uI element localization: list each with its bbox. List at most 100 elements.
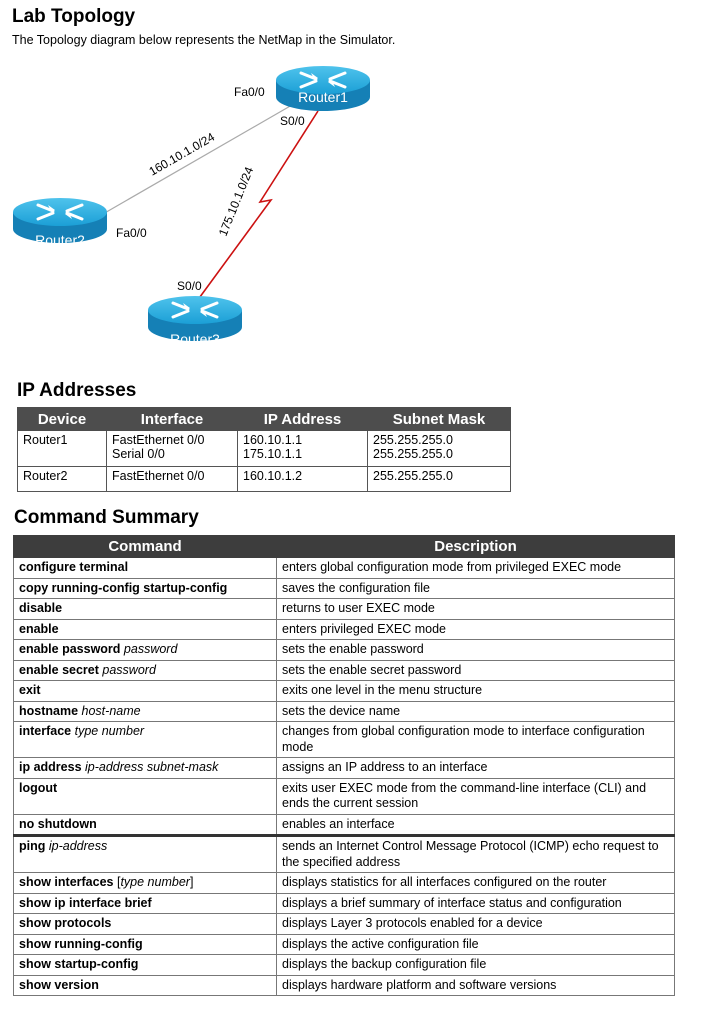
command-keyword: enable password: [19, 642, 121, 656]
command-keyword: ip address: [19, 760, 82, 774]
command-keyword: disable: [19, 601, 63, 615]
description-cell: sets the enable password: [276, 639, 675, 661]
column-header: Interface: [106, 407, 238, 431]
router1-icon[interactable]: Router1: [276, 66, 370, 111]
command-keyword: show running-config: [19, 936, 143, 951]
column-header: Subnet Mask: [367, 407, 511, 431]
command-keyword: configure terminal: [19, 560, 129, 574]
description-cell: changes from global configuration mode t…: [276, 721, 675, 758]
topology-diagram: Router1 Router2 Router3 Fa0/0 S0/0 Fa0/0…: [13, 66, 370, 347]
description-cell: enters global configuration mode from pr…: [276, 557, 675, 579]
table-row: copy running-config startup-config saves …: [13, 577, 675, 599]
command-cell: disable: [13, 598, 277, 620]
description-cell: exits user EXEC mode from the command-li…: [276, 777, 675, 815]
description-cell: displays Layer 3 protocols enabled for a…: [276, 913, 675, 935]
table-row: Router2 FastEthernet 0/0 160.10.1.2 255.…: [17, 466, 511, 492]
command-argument: host-name: [81, 703, 141, 718]
command-keyword: ping: [19, 839, 46, 853]
command-cell: hostname host-name: [13, 700, 277, 722]
description-cell: saves the configuration file: [276, 577, 675, 599]
description-cell: sets the enable secret password: [276, 659, 675, 681]
column-header: Device: [17, 407, 107, 431]
column-header: Description: [276, 535, 675, 558]
ip-address-table: Device Interface IP Address Subnet Mask …: [17, 407, 511, 492]
command-keyword: enable: [19, 621, 59, 636]
command-summary-title: Command Summary: [14, 507, 199, 528]
table-row: show startup-config displays the backup c…: [13, 954, 675, 976]
command-argument: type number: [74, 724, 145, 738]
router2-icon[interactable]: Router2: [13, 198, 107, 248]
router2-fa-label: Fa0/0: [116, 226, 147, 240]
description-cell: assigns an IP address to an interface: [276, 757, 675, 779]
command-keyword: show version: [19, 977, 99, 992]
mask-cell: 255.255.255.0: [367, 466, 511, 492]
command-cell: configure terminal: [13, 557, 277, 579]
command-keyword: enable secret: [19, 662, 99, 677]
command-argument: [type number]: [116, 875, 194, 889]
command-cell: show startup-config: [13, 954, 277, 976]
command-keyword: logout: [19, 780, 58, 795]
command-cell: show interfaces [type number]: [13, 872, 277, 894]
table-row: show running-config displays the active c…: [13, 933, 675, 955]
command-cell: show ip interface brief: [13, 892, 277, 914]
description-cell: displays a brief summary of interface st…: [276, 892, 675, 914]
command-keyword: no shutdown: [19, 816, 97, 831]
device-cell: Router2: [17, 466, 107, 492]
description-cell: displays the active configuration file: [276, 933, 675, 955]
router3-serial-label: S0/0: [177, 279, 202, 293]
column-header: IP Address: [237, 407, 368, 431]
command-argument: ip-address: [48, 839, 108, 853]
command-keyword: copy running-config startup-config: [19, 580, 228, 595]
command-summary-table: Command Description configure terminal en…: [13, 535, 675, 996]
command-keyword: hostname: [19, 703, 79, 718]
command-cell: enable password password: [13, 639, 277, 661]
command-cell: exit: [13, 680, 277, 702]
command-cell: interface type number: [13, 721, 277, 758]
command-cell: show running-config: [13, 933, 277, 955]
interface-cell: FastEthernet 0/0: [106, 466, 238, 492]
topology-intro: The Topology diagram below represents th…: [12, 33, 396, 47]
command-cell: enable secret password: [13, 659, 277, 681]
router1-fa-label: Fa0/0: [234, 85, 265, 99]
command-keyword: exit: [19, 683, 41, 697]
command-argument: password: [123, 642, 178, 656]
table-row: show interfaces [type number]displays st…: [13, 872, 675, 894]
router2-label: Router2: [35, 232, 85, 248]
table-row: logout exits user EXEC mode from the comm…: [13, 777, 675, 815]
column-header: Command: [13, 535, 277, 558]
description-cell: displays the backup configuration file: [276, 954, 675, 976]
description-cell: displays statistics for all interfaces c…: [276, 872, 675, 894]
command-argument: ip-address subnet-mask: [85, 760, 219, 774]
description-cell: sets the device name: [276, 700, 675, 722]
table-row: disable returns to user EXEC mode: [13, 598, 675, 620]
command-cell: logout: [13, 777, 277, 815]
command-keyword: show startup-config: [19, 957, 139, 971]
router3-icon[interactable]: Router3: [148, 296, 242, 347]
router1-label: Router1: [298, 89, 348, 105]
command-cell: show version: [13, 974, 277, 996]
command-cell: ip address ip-address subnet-mask: [13, 757, 277, 779]
ethernet-link: [95, 104, 293, 219]
device-cell: Router1: [17, 430, 107, 467]
serial-link: [196, 110, 319, 302]
router3-label: Router3: [170, 331, 220, 347]
description-cell: enters privileged EXEC mode: [276, 618, 675, 640]
table-row: enable enters privileged EXEC mode: [13, 618, 675, 640]
description-cell: returns to user EXEC mode: [276, 598, 675, 620]
command-keyword: show ip interface brief: [19, 895, 152, 910]
description-cell: exits one level in the menu structure: [276, 680, 675, 702]
ip-cell: 160.10.1.2: [237, 466, 368, 492]
table-row: exit exits one level in the menu structur…: [13, 680, 675, 702]
command-cell: copy running-config startup-config: [13, 577, 277, 599]
description-cell: displays hardware platform and software …: [276, 974, 675, 996]
